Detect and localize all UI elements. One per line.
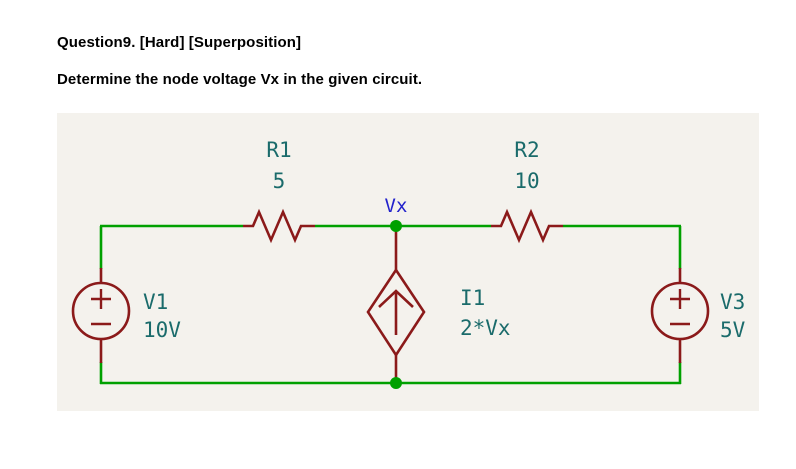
component-i1[interactable]: I1 2*Vx — [366, 227, 511, 383]
v1-plus-sign — [91, 289, 111, 309]
v1-circle — [71, 281, 131, 341]
question-prompt: Determine the node voltage Vx in the giv… — [57, 71, 423, 88]
component-v3[interactable]: V3 5V — [650, 268, 746, 363]
i1-value: 2*Vx — [460, 316, 511, 340]
v1-ref: V1 — [143, 290, 168, 314]
circuit-schematic: R1 5 R2 10 V1 10V — [71, 138, 746, 389]
i1-ref: I1 — [460, 286, 485, 310]
v3-ref: V3 — [720, 290, 745, 314]
resistor-r1-ref: R1 — [266, 138, 291, 162]
resistor-r2-value: 10 — [514, 169, 539, 193]
node-vx[interactable]: Vx — [385, 195, 408, 232]
v3-circle — [650, 281, 710, 341]
i1-diamond — [366, 267, 426, 358]
resistor-r1-zigzag — [243, 208, 315, 244]
v1-value: 10V — [143, 318, 181, 342]
v3-value: 5V — [720, 318, 746, 342]
resistor-r2-zigzag — [491, 208, 563, 244]
node-vx-label: Vx — [385, 195, 408, 217]
v3-plus-sign — [670, 289, 690, 309]
question-block: Question9. [Hard] [Superposition] Determ… — [57, 34, 757, 88]
question-title: Question9. [Hard] [Superposition] — [57, 34, 302, 51]
circuit-diagram-panel: R1 5 R2 10 V1 10V — [57, 113, 759, 411]
i1-arrow-up-icon — [378, 289, 414, 335]
node-ground-dot — [390, 377, 402, 389]
resistor-r1-value: 5 — [273, 169, 286, 193]
node-vx-dot — [390, 220, 402, 232]
resistor-r2-ref: R2 — [514, 138, 539, 162]
component-v1[interactable]: V1 10V — [71, 268, 181, 363]
component-r2[interactable]: R2 10 — [491, 138, 563, 244]
component-r1[interactable]: R1 5 — [243, 138, 315, 244]
